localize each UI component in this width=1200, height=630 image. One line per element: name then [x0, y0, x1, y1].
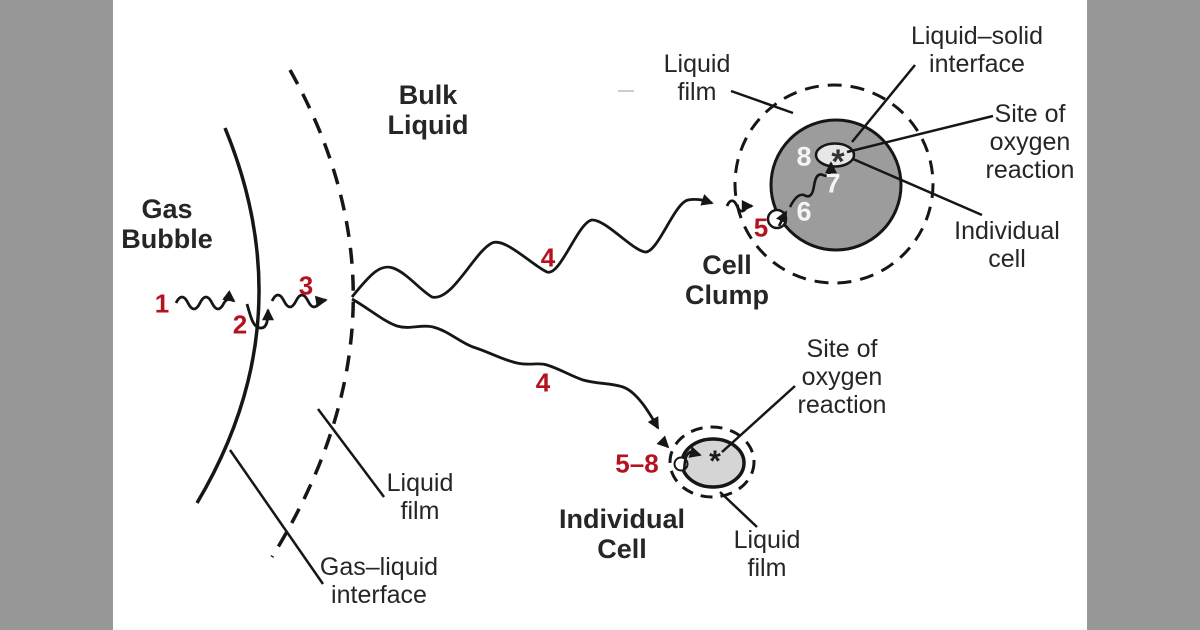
leader-liquid-film-bottom: [719, 491, 758, 528]
step-number-8: 8: [796, 141, 812, 172]
cell-site-asterisk-icon: *: [709, 445, 721, 478]
cell-clump-body: [769, 118, 903, 252]
leader-gas-liquid-interface: [228, 449, 325, 585]
right-gray-bar: [1087, 0, 1200, 630]
site-oxygen-top-label: Site of oxygen reaction: [985, 100, 1075, 184]
leader-site-oxygen-bottom: [721, 385, 796, 453]
steps5-8-entry-arrow: [656, 435, 670, 449]
clump-site-asterisk-icon: *: [831, 143, 845, 181]
step-number-2: 2: [232, 309, 248, 340]
gas-liquid-interface-label: Gas–liquid interface: [319, 553, 439, 609]
liquid-film-bottom-label: Liquid film: [733, 526, 801, 582]
cell-clump-label: Cell Clump: [685, 249, 769, 310]
bulk-liquid-label: Bulk Liquid: [387, 79, 469, 140]
leader-liquid-film-top: [730, 89, 794, 115]
step-number-4-upper: 4: [540, 242, 556, 273]
leader-site-oxygen-top: [846, 114, 994, 154]
step-number-3: 3: [298, 270, 314, 301]
liquid-film-boundary-curve: [270, 69, 355, 558]
clump-liquid-film-dashed-circle: [733, 83, 935, 285]
step7-wavy-arrow: [788, 161, 837, 208]
site-oxygen-bottom-label: Site of oxygen reaction: [797, 335, 887, 419]
gas-bubble-surface-curve: [195, 127, 261, 504]
left-gray-bar: [0, 0, 113, 630]
liquid-film-top-label: Liquid film: [663, 50, 731, 106]
step-number-6: 6: [796, 196, 812, 227]
gas-bubble-label: Gas Bubble: [121, 193, 213, 254]
liquid-solid-interface-label: Liquid–solid interface: [910, 22, 1044, 78]
steps5-8-inner-arrow: [682, 446, 702, 472]
step2-interface-arrow: [245, 303, 274, 330]
step4-upper-wavy-arrow: [350, 194, 714, 299]
individual-cell-annot-label: Individual cell: [954, 217, 1060, 273]
step6-arrow: [776, 210, 788, 227]
step-number-5: 5: [753, 212, 769, 243]
step-number-4-lower: 4: [535, 367, 551, 398]
step-number-7: 7: [825, 168, 841, 199]
step-number-5-8: 5–8: [615, 448, 659, 479]
cell-liquid-film-dashed-ellipse: [668, 425, 756, 499]
step3-wavy-arrow: [270, 293, 328, 309]
step1-wavy-arrow: [174, 290, 236, 311]
step4-lower-wavy-arrow: [351, 297, 660, 430]
leader-individual-cell: [852, 157, 983, 217]
leader-liquid-film-left: [317, 408, 385, 498]
individual-cell-label: Individual Cell: [558, 503, 686, 564]
leader-liquid-solid-interface: [851, 64, 916, 143]
step-number-1: 1: [154, 288, 170, 319]
liquid-film-left-label: Liquid film: [386, 469, 454, 525]
